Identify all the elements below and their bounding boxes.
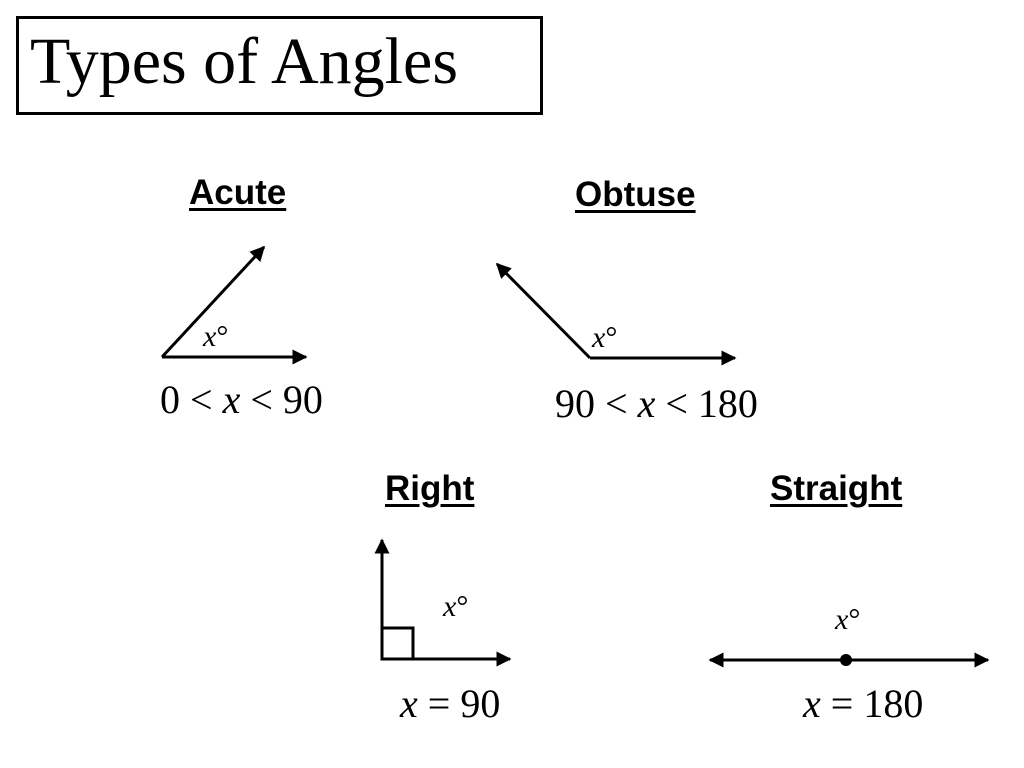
title-box: Types of Angles (16, 16, 543, 115)
acute-angle-label: x° (203, 320, 229, 353)
right-angle-figure (374, 538, 512, 667)
heading-obtuse: Obtuse (575, 175, 696, 214)
obtuse-angle-figure (495, 262, 737, 366)
straight-vertex-dot (840, 654, 852, 666)
straight-formula: x = 180 (803, 681, 924, 726)
straight-angle-label: x° (835, 603, 861, 636)
page-title: Types of Angles (30, 25, 459, 98)
right-angle-square (380, 626, 415, 661)
heading-right: Right (385, 469, 475, 508)
straight-angle-figure (708, 652, 990, 668)
acute-angle-figure (160, 245, 308, 365)
acute-ray-arm (160, 245, 266, 359)
acute-formula: 0 < x < 90 (160, 377, 323, 422)
right-formula: x = 90 (400, 681, 501, 726)
heading-straight: Straight (770, 469, 903, 508)
right-angle-label: x° (443, 590, 469, 623)
obtuse-angle-label: x° (592, 321, 618, 354)
heading-acute: Acute (189, 173, 287, 212)
obtuse-formula: 90 < x < 180 (555, 381, 758, 426)
obtuse-ray-arm (495, 262, 592, 360)
